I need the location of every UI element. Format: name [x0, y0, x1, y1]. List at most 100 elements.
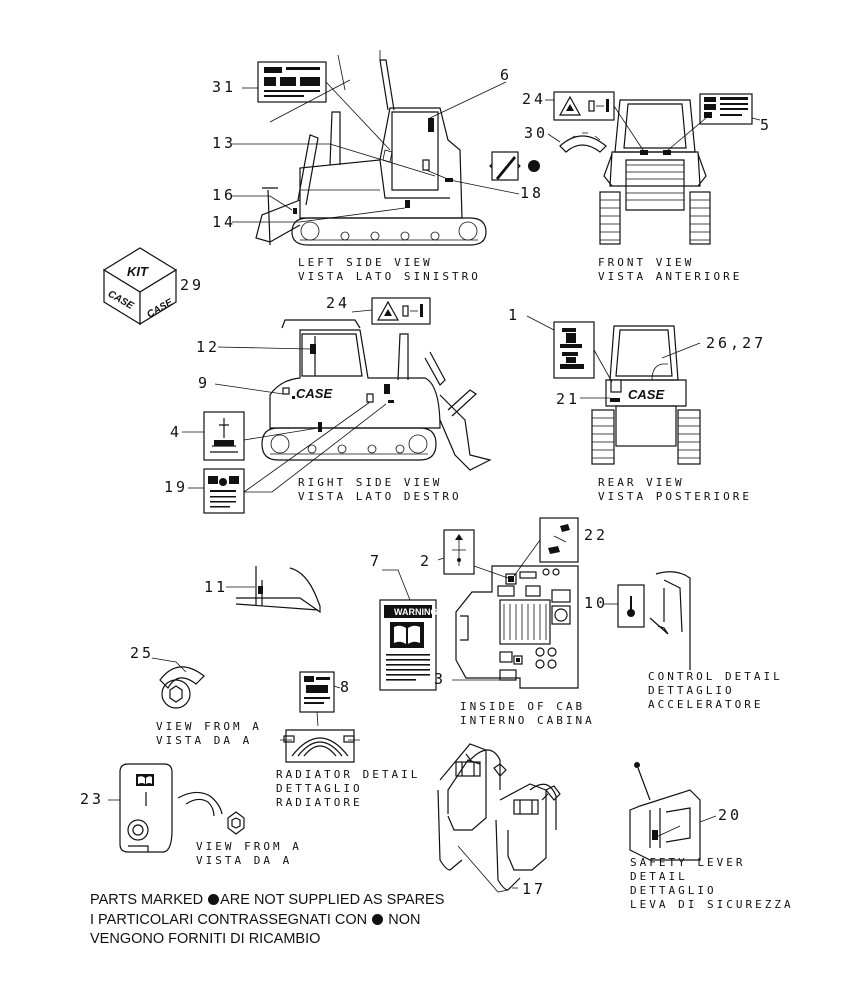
caption-left-side-en: LEFT SIDE VIEW — [298, 256, 433, 269]
callout-17: 17 — [522, 880, 546, 898]
caption-safety-lever-3: DETTAGLIO — [630, 884, 717, 897]
callout-19: 19 — [164, 478, 188, 496]
callout-5: 5 — [760, 116, 772, 134]
caption-safety-lever-2: DETAIL — [630, 870, 688, 883]
leader-lines-rear — [580, 342, 701, 399]
inside-cab-panel — [455, 565, 579, 689]
caption-right-side-it: VISTA LATO DESTRO — [298, 490, 462, 503]
callout-31: 31 — [212, 78, 236, 96]
decal-22 — [513, 517, 579, 577]
black-dot-icon — [372, 913, 384, 925]
front-view-dozer — [599, 99, 711, 245]
warning-decal-text: WARNING — [394, 607, 438, 617]
note-line-1: PARTS MARKED ARE NOT SUPPLIED AS SPARES — [90, 891, 444, 911]
caption-view-a2-it: VISTA DA A — [196, 854, 292, 867]
caption-radiator-2: DETTAGLIO — [276, 782, 363, 795]
note-line-1-a: PARTS MARKED — [90, 892, 208, 908]
caption-view-a2-en: VIEW FROM A — [196, 840, 302, 853]
callout-29: 29 — [180, 276, 204, 294]
decal-1 — [526, 315, 613, 383]
caption-rear-en: REAR VIEW — [598, 476, 685, 489]
caption-control-detail-3: ACCELERATORE — [648, 698, 763, 711]
callout-30: 30 — [524, 124, 548, 142]
caption-safety-lever-4: LEVA DI SICUREZZA — [630, 898, 794, 911]
kit-box-29: KIT CASE CASE — [102, 247, 178, 326]
caption-inside-cab-it: INTERNO CABINA — [460, 714, 595, 727]
control-detail-10 — [604, 571, 691, 670]
callout-11: 11 — [204, 578, 228, 596]
caption-view-a1-it: VISTA DA A — [156, 734, 252, 747]
caption-inside-cab-en: INSIDE OF CAB — [460, 700, 585, 713]
callout-9: 9 — [198, 374, 210, 392]
callout-14: 14 — [212, 213, 236, 231]
callout-6: 6 — [500, 66, 512, 84]
callout-22: 22 — [584, 526, 608, 544]
callout-2: 2 — [420, 552, 432, 570]
leader-lines-right — [182, 309, 387, 493]
callout-13: 13 — [212, 134, 236, 152]
callout-16: 16 — [212, 186, 236, 204]
caption-view-a1-en: VIEW FROM A — [156, 720, 262, 733]
callout-4: 4 — [170, 423, 182, 441]
callout-23: 23 — [80, 790, 104, 808]
decal-5 — [699, 93, 753, 125]
decal-2 — [437, 529, 509, 579]
caption-control-detail-2: DETTAGLIO — [648, 684, 735, 697]
callout-24-top: 24 — [522, 90, 546, 108]
caption-safety-lever-1: SAFETY LEVER — [630, 856, 745, 869]
caption-radiator-1: RADIATOR DETAIL — [276, 768, 420, 781]
callout-21: 21 — [556, 390, 580, 408]
note-line-1-b: ARE NOT SUPPLIED AS SPARES — [220, 892, 445, 908]
callout-3: 3 — [434, 670, 446, 688]
view-from-a-25 — [151, 657, 205, 709]
note-line-3: VENGONO FORNITI DI RICAMBIO — [90, 930, 444, 950]
decal-4 — [203, 411, 245, 461]
panel-23 — [108, 763, 245, 853]
caption-rear-it: VISTA POSTERIORE — [598, 490, 752, 503]
callout-numbers: 31 6 24 5 30 13 18 16 14 29 24 12 1 26,2… — [80, 66, 772, 898]
leader-lines-front — [545, 99, 761, 151]
note-line-3-a: VENGONO FORNITI DI RICAMBIO — [90, 931, 321, 947]
case-logo-right-side: CASE — [296, 386, 332, 401]
note-line-2-b: NON — [388, 911, 421, 928]
decal-24-right — [371, 297, 431, 325]
safety-lever-20 — [629, 762, 717, 861]
callout-24-right: 24 — [326, 294, 350, 312]
callout-26-27: 26,27 — [706, 334, 766, 352]
callout-18: 18 — [520, 184, 544, 202]
caption-control-detail-1: CONTROL DETAIL — [648, 670, 783, 683]
parts-note: PARTS MARKED ARE NOT SUPPLIED AS SPARES … — [90, 891, 444, 950]
callout-10: 10 — [584, 594, 608, 612]
callout-8: 8 — [340, 678, 352, 696]
cab-detail-11 — [226, 566, 321, 614]
callout-7: 7 — [370, 552, 382, 570]
decal-31 — [257, 61, 391, 151]
case-logo-rear: CASE — [628, 387, 664, 402]
black-dot-icon — [208, 894, 220, 905]
decal-19 — [203, 468, 245, 514]
decal-24-top — [553, 91, 615, 121]
decal-30 — [559, 132, 607, 153]
callout-12: 12 — [196, 338, 220, 356]
decal-18 — [489, 151, 540, 181]
note-line-2-a: I PARTICOLARI CONTRASSEGNATI CON — [90, 911, 372, 928]
fuel-filters-17 — [437, 743, 561, 893]
callout-20: 20 — [718, 806, 742, 824]
caption-front-it: VISTA ANTERIORE — [598, 270, 742, 283]
radiator-detail-8 — [280, 671, 360, 763]
rear-view-dozer: CASE — [591, 325, 701, 465]
caption-left-side-it: VISTA LATO SINISTRO — [298, 270, 481, 283]
leader-lines-left — [232, 54, 520, 223]
callout-25: 25 — [130, 644, 154, 662]
caption-right-side-en: RIGHT SIDE VIEW — [298, 476, 442, 489]
decal-7-warning: WARNING — [379, 569, 438, 691]
caption-radiator-3: RADIATORE — [276, 796, 363, 809]
kit-label: KIT — [127, 264, 149, 279]
caption-front-en: FRONT VIEW — [598, 256, 694, 269]
note-line-2: I PARTICOLARI CONTRASSEGNATI CON NON — [90, 911, 444, 931]
callout-1: 1 — [508, 306, 520, 324]
right-side-view-dozer: CASE — [261, 319, 492, 471]
view-captions: LEFT SIDE VIEW VISTA LATO SINISTRO FRONT… — [156, 256, 794, 911]
